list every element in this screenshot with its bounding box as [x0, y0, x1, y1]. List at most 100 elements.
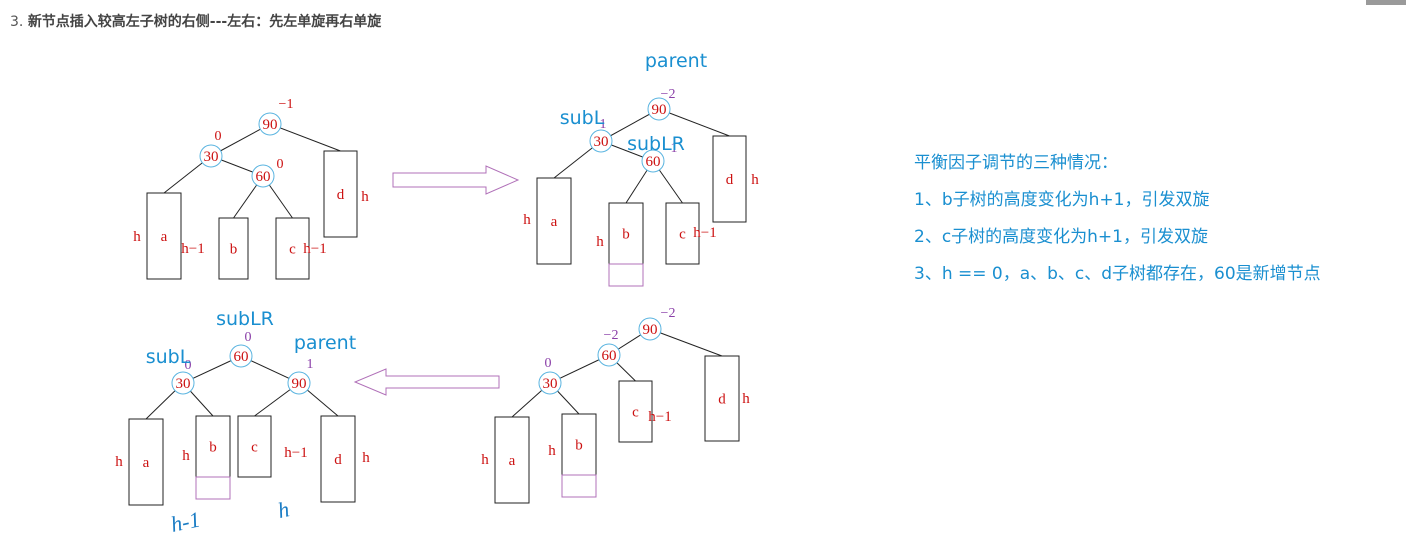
- balance-factor: 0: [245, 330, 252, 345]
- subtree-d-label: d: [334, 452, 342, 468]
- subtree-d-label: d: [726, 172, 734, 188]
- subtree-edge: [649, 328, 723, 357]
- subtree-height-label: h: [523, 212, 531, 228]
- subtree-c-label: c: [632, 405, 639, 421]
- balance-factor: −1: [279, 97, 294, 112]
- subtree-c-label: c: [251, 440, 258, 456]
- handwritten-note: h-1: [168, 506, 202, 537]
- node-90-key: 90: [652, 102, 667, 118]
- subtree-height-label: h−1: [284, 445, 307, 461]
- subtree-a-box: [494, 416, 530, 504]
- inserted-height-box: [608, 263, 644, 287]
- subtree-d-label: d: [718, 392, 726, 408]
- subtree-height-label: h: [361, 189, 369, 205]
- subtree-height-label: h: [751, 172, 759, 188]
- balance-factor: −2: [661, 306, 676, 321]
- node-90-circle: [287, 371, 311, 395]
- node-90-circle: [638, 317, 662, 341]
- subtree-edge: [269, 123, 341, 152]
- node-60-key: 60: [256, 169, 271, 185]
- balance-factor: 1: [307, 357, 314, 372]
- corner-thumbnail: [1366, 0, 1406, 5]
- node-30-circle: [171, 371, 195, 395]
- notes-case-3: 3、h == 0，a、b、c、d子树都存在，60是新增节点: [914, 264, 1321, 284]
- subtree-c-box: [237, 415, 272, 478]
- balance-factor: 1: [671, 141, 678, 156]
- node-60-key: 60: [234, 349, 249, 365]
- subtree-a-label: a: [161, 229, 168, 245]
- subtree-a-label: a: [551, 214, 558, 230]
- node-60-circle: [641, 149, 665, 173]
- node-30-key: 30: [594, 134, 609, 150]
- balance-factor: 0: [215, 129, 222, 144]
- balance-factor: −2: [604, 328, 619, 343]
- subtree-height-label: h: [115, 454, 123, 470]
- subtree-a-label: a: [509, 453, 516, 469]
- subtree-d-box: [704, 355, 740, 442]
- inserted-height-box: [561, 474, 597, 498]
- role-label-sublr: subLR: [627, 133, 685, 155]
- node-90-key: 90: [263, 117, 278, 133]
- node-30-circle: [538, 371, 562, 395]
- section-heading: 3. 新节点插入较高左子树的右侧---左右：先左单旋再右单旋: [10, 11, 381, 31]
- subtree-d-box: [712, 135, 747, 223]
- subtree-c-box: [665, 202, 700, 265]
- subtree-a-label: a: [143, 455, 150, 471]
- subtree-b-label: b: [209, 440, 217, 456]
- subtree-b-box: [218, 217, 249, 280]
- balance-factor: 1: [600, 117, 607, 132]
- node-90-key: 90: [643, 322, 658, 338]
- subtree-a-box: [146, 192, 182, 280]
- node-30-key: 30: [176, 376, 191, 392]
- subtree-height-label: h: [481, 452, 489, 468]
- subtree-c-label: c: [679, 227, 686, 243]
- subtree-c-box: [618, 380, 653, 443]
- balance-factor: −2: [661, 87, 676, 102]
- role-label-sublr: subLR: [216, 308, 274, 330]
- section-title: 新节点插入较高左子树的右侧---左右：先左单旋再右单旋: [27, 14, 382, 30]
- subtree-c-box: [275, 217, 310, 280]
- notes-title: 平衡因子调节的三种情况：: [914, 153, 1118, 173]
- node-60-key: 60: [646, 154, 661, 170]
- arrow-left: [353, 368, 500, 396]
- subtree-height-label: h: [182, 448, 190, 464]
- subtree-a-box: [536, 177, 572, 265]
- arrow-right: [392, 165, 520, 195]
- subtree-height-label: h: [548, 443, 556, 459]
- node-30-circle: [199, 144, 223, 168]
- role-label-subl: subL: [560, 107, 605, 129]
- subtree-b-label: b: [622, 227, 630, 243]
- node-60-circle: [597, 343, 621, 367]
- inserted-height-box: [195, 476, 231, 500]
- notes-panel: 平衡因子调节的三种情况： 1、b子树的高度变化为h+1，引发双旋 2、c子树的高…: [914, 150, 1394, 298]
- node-60-circle: [229, 344, 253, 368]
- subtree-height-label: h: [596, 234, 604, 250]
- notes-case-2: 2、c子树的高度变化为h+1，引发双旋: [914, 227, 1208, 247]
- balance-factor: 0: [545, 356, 552, 371]
- node-30-key: 30: [543, 376, 558, 392]
- subtree-b-label: b: [575, 438, 583, 454]
- node-90-circle: [258, 112, 282, 136]
- subtree-height-label: h: [133, 229, 141, 245]
- balance-factor: 0: [277, 157, 284, 172]
- node-30-key: 30: [204, 149, 219, 165]
- node-30-circle: [589, 129, 613, 153]
- subtree-d-box: [323, 150, 358, 238]
- subtree-a-box: [128, 418, 164, 506]
- subtree-edge: [658, 108, 730, 137]
- section-number: 3.: [10, 14, 24, 30]
- notes-case-1: 1、b子树的高度变化为h+1，引发双旋: [914, 190, 1210, 210]
- role-label-parent: parent: [645, 50, 707, 72]
- subtree-height-label: h−1: [693, 225, 716, 241]
- subtree-c-label: c: [289, 242, 296, 258]
- subtree-d-label: d: [337, 187, 345, 203]
- subtree-height-label: h−1: [303, 241, 326, 257]
- subtree-height-label: h−1: [181, 241, 204, 257]
- node-90-circle: [647, 97, 671, 121]
- handwritten-note: h: [275, 496, 291, 523]
